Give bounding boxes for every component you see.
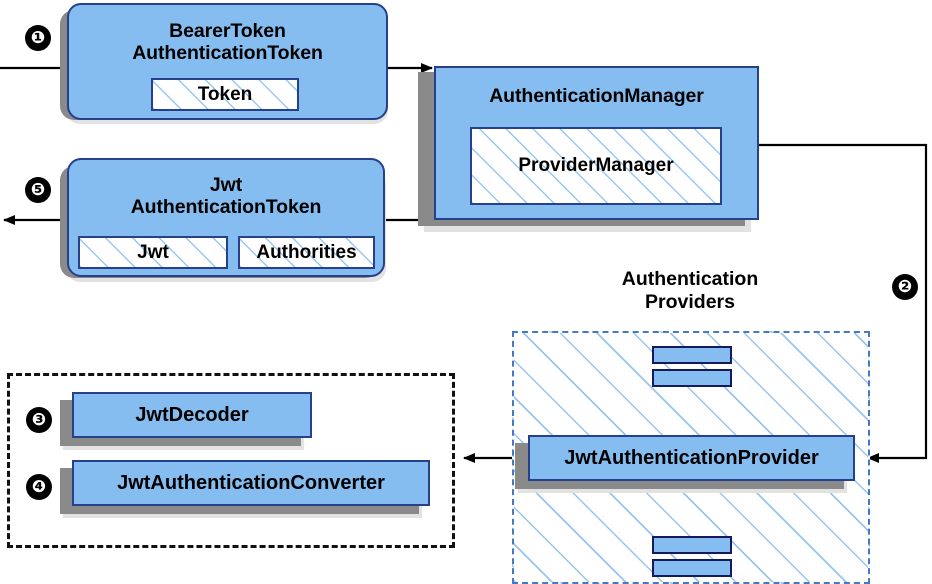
jwt-token-title: Jwt AuthenticationToken bbox=[130, 173, 322, 218]
jwt-authentication-provider-node[interactable]: JwtAuthenticationProvider bbox=[528, 435, 855, 481]
step-marker-2: ❷ bbox=[892, 274, 918, 300]
authentication-providers-title: Authentication Providers bbox=[621, 268, 759, 313]
bearer-token-title: BearerToken AuthenticationToken bbox=[132, 19, 323, 64]
jwt-decoder-label: JwtDecoder bbox=[135, 403, 249, 426]
provider-bar-bottom-1 bbox=[652, 536, 732, 554]
jwt-token-slot-jwt: Jwt bbox=[78, 236, 228, 269]
authentication-manager-slot-provider-manager: ProviderManager bbox=[470, 127, 722, 205]
step-marker-3: ❸ bbox=[26, 407, 52, 433]
edge-manager-to-provider bbox=[759, 143, 928, 463]
jwt-authentication-provider-label: JwtAuthenticationProvider bbox=[564, 446, 819, 469]
step-marker-5: ❺ bbox=[25, 177, 51, 203]
authentication-manager-title: AuthenticationManager bbox=[489, 85, 704, 107]
provider-bar-bottom-2 bbox=[652, 559, 732, 577]
provider-bar-top-1 bbox=[652, 346, 732, 364]
provider-bar-top-2 bbox=[652, 369, 732, 387]
jwt-token-slot-authorities: Authorities bbox=[238, 236, 375, 269]
jwt-authentication-converter-label: JwtAuthenticationConverter bbox=[117, 471, 385, 494]
step-marker-1: ❶ bbox=[25, 25, 51, 51]
bearer-token-slot-token: Token bbox=[151, 78, 299, 111]
step-marker-4: ❹ bbox=[26, 474, 52, 500]
jwt-helpers-container bbox=[7, 373, 455, 548]
jwt-decoder-node[interactable]: JwtDecoder bbox=[72, 392, 312, 438]
jwt-authentication-converter-node[interactable]: JwtAuthenticationConverter bbox=[72, 460, 430, 506]
